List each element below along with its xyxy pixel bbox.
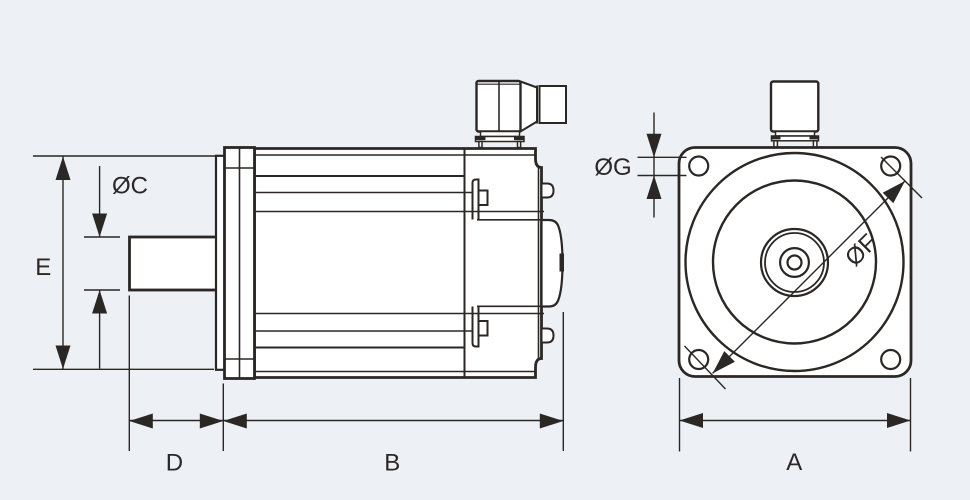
svg-text:E: E — [35, 254, 51, 281]
svg-text:ØG: ØG — [594, 154, 631, 181]
svg-text:B: B — [384, 450, 400, 477]
svg-text:A: A — [786, 449, 802, 476]
svg-text:D: D — [166, 449, 183, 476]
svg-text:ØC: ØC — [112, 172, 148, 199]
